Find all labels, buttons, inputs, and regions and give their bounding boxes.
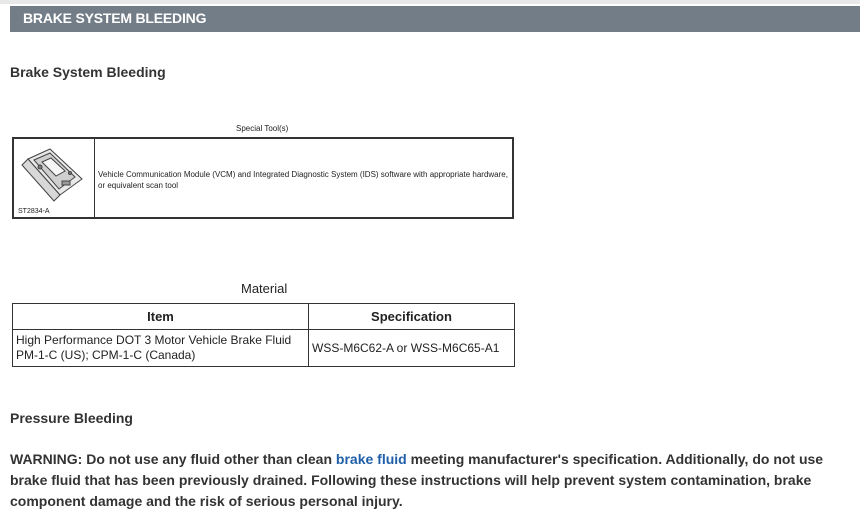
material-caption: Material — [241, 281, 288, 296]
column-header-specification: Specification — [308, 303, 515, 330]
item-line: High Performance DOT 3 Motor Vehicle Bra… — [16, 333, 292, 347]
material-table: Item Specification High Performance DOT … — [12, 303, 515, 367]
tool-id: ST2834-A — [18, 208, 50, 215]
vcm-scan-tool-icon — [21, 148, 83, 202]
section-banner: BRAKE SYSTEM BLEEDING — [10, 6, 860, 32]
tool-description: Vehicle Communication Module (VCM) and I… — [98, 170, 508, 190]
banner-title: BRAKE SYSTEM BLEEDING — [23, 10, 207, 26]
table-row: High Performance DOT 3 Motor Vehicle Bra… — [12, 329, 515, 367]
brake-fluid-link[interactable]: brake fluid — [335, 451, 407, 467]
specification-cell: WSS-M6C62-A or WSS-M6C65-A1 — [308, 329, 515, 367]
warning-text-start: WARNING: Do not use any fluid other than… — [10, 451, 336, 467]
special-tools-caption: Special Tool(s) — [236, 124, 289, 133]
item-cell: High Performance DOT 3 Motor Vehicle Bra… — [12, 329, 309, 367]
pressure-bleeding-heading: Pressure Bleeding — [10, 410, 133, 426]
top-divider — [0, 0, 860, 4]
tool-image-cell: ST2834-A — [14, 139, 95, 217]
item-line: PM-1-C (US); CPM-1-C (Canada) — [16, 348, 196, 362]
warning-text: WARNING: Do not use any fluid other than… — [10, 449, 855, 512]
section-heading: Brake System Bleeding — [10, 64, 166, 80]
column-header-item: Item — [12, 303, 309, 330]
special-tools-table: ST2834-A Vehicle Communication Module (V… — [12, 137, 514, 219]
warning-text-end: meeting manufacturer's specification. Ad… — [10, 451, 824, 509]
